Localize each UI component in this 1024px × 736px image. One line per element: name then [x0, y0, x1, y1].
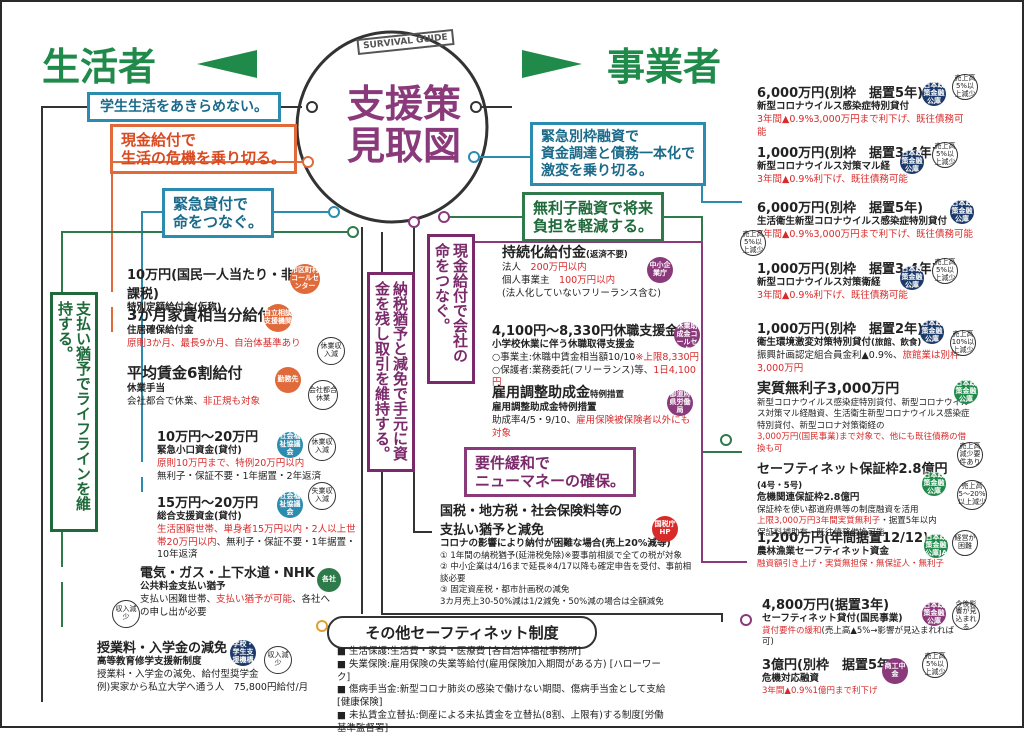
- consumer-heading: 生活者: [42, 45, 157, 89]
- tag-housing: 休業収入減: [317, 337, 345, 365]
- tag-utilities: 収入減少: [112, 600, 140, 628]
- catch-cash: 現金給付で生活の危機を乗り切る。: [110, 124, 298, 174]
- tag-loan-10: 売上高5%以上減少: [922, 652, 948, 678]
- catch-interest-free: 無利子融資で将来負担を軽減する。: [522, 192, 665, 242]
- catch-tax-deferral: 納税猶予と減免で手元に資金を残し取引を維持する。: [367, 272, 415, 472]
- item-small-loan: 10万円〜20万円緊急小口資金(貸付)原則10万円まで、特例20万円以内無利子・…: [157, 430, 322, 482]
- tag-loan-8: 経営が困難: [952, 530, 978, 556]
- loan-8: 1,200万円(年間据置12/12)農林漁業セーフティネット資金融資額引き上げ・…: [757, 531, 945, 569]
- badge-welfare-1: 社会福祉協議会: [277, 432, 303, 458]
- tag-loan-9: 今後影響が見込まれる: [952, 600, 980, 631]
- badge-call-center: 学校等休業助成金コールセンター: [674, 315, 700, 353]
- badge-jfc-8: 日本政策金融公庫JA: [924, 533, 948, 558]
- catch-lifeline: 支払い猶予でライフラインを維持する。: [50, 292, 98, 532]
- badge-companies: 各社: [317, 568, 341, 592]
- badge-jfc-9: 日本政策金融公庫: [922, 601, 946, 626]
- tag-tuition: 収入減少: [264, 646, 292, 674]
- item-housing: 3か月家賃相当分給付住居確保給付金原則3か月、最長9か月、自治体基準あり: [127, 306, 301, 349]
- item-general-loan: 15万円〜20万円総合支援資金(貸付)生活困窮世帯、単身者15万円以内・2人以上…: [157, 496, 356, 561]
- catch-emergency-loan: 緊急別枠融資で資金調達と債務一本化で激変を乗り切る。: [530, 122, 706, 187]
- node-dot: [470, 101, 482, 113]
- item-tuition: 授業料・入学金の減免高等教育修学支援新制度授業料・入学金の減免、給付型奨学金例)…: [97, 641, 309, 693]
- tag-loan-4: 売上高5%以上減少: [932, 258, 958, 284]
- page-title: 支援策見取図: [347, 82, 462, 168]
- tag-leave: 会社都合休業: [308, 380, 338, 410]
- item-employment-subsidy: 雇用調整助成金特例措置 雇用調整助成金特例措置 助成率4/5・9/10、雇用保険…: [492, 385, 691, 439]
- node-dot: [740, 614, 752, 626]
- business-heading: 事業者: [607, 45, 722, 89]
- node-dot: [316, 620, 328, 632]
- item-leave-support: 4,100円〜8,330円休職支援金小学校休業に伴う休職取得支援金 ○事業主:休…: [492, 324, 700, 389]
- node-dot: [720, 434, 732, 446]
- badge-jfc-2: 日本政策金融公庫: [900, 149, 924, 174]
- loan-9: 4,800万円(据置3年)セーフティネット貸付(国民事業)貸付要件の緩和(売上高…: [762, 598, 954, 648]
- badge-labor-bureau: 都道府県労働局: [667, 390, 693, 416]
- tag-loan-7: 売上高5〜20%以上減少: [957, 480, 987, 510]
- catch-loan: 緊急貸付で命をつなぐ。: [162, 188, 275, 238]
- catch-business-cash: 現金給付で会社の命をつなぐ。: [427, 234, 475, 384]
- item-special-benefit: 10万円(国民一人当たり・非課税)特別定額給付金(仮称): [127, 268, 295, 313]
- badge-sme-agency: 中小企業庁: [647, 257, 673, 283]
- badge-support-agency: 自立相談支援機関: [264, 304, 292, 332]
- badge-jfc-3: 日本政策金融公庫: [950, 199, 974, 224]
- badge-jfc-4: 日本政策金融公庫: [900, 265, 924, 290]
- node-dot: [302, 156, 314, 168]
- node-dot: [306, 101, 318, 113]
- loan-5: 1,000万円(別枠 据置2年)衛生環境激変対策特別貸付(旅館、飲食)振興計画認…: [757, 322, 960, 374]
- tag-loan-6: 売上高減少要件あり: [957, 442, 983, 468]
- other-safety-net-title: その他セーフティネット制度: [327, 616, 597, 649]
- badge-tax-agency: 国税庁HP: [652, 516, 678, 542]
- badge-shoko-chukin: 商工中金: [882, 658, 908, 684]
- tag-general-loan: 失業収入減: [308, 482, 336, 510]
- tag-loan-5: 売上高10%以上減少: [950, 330, 976, 356]
- catch-students: 学生生活をあきらめない。: [87, 92, 281, 123]
- item-sustain-benefit: 持続化給付金(返済不要) 法人 200万円以内 個人事業主 100万円以内 (法…: [502, 245, 661, 299]
- tag-loan-3: 売上高5%以上減少: [740, 230, 766, 256]
- left-arrow-icon: [197, 50, 257, 78]
- badge-school: 学校・学生支援機構: [230, 640, 256, 666]
- node-dot: [408, 216, 420, 228]
- node-dot: [328, 206, 340, 218]
- badge-jfc-1: 日本政策金融公庫: [922, 81, 946, 106]
- item-tax-deferral: 国税・地方税・社会保険料等の支払い猶予と減免 コロナの影響により納付が困難な場合…: [440, 504, 692, 607]
- loan-6: 実質無利子3,000万円新型コロナウイルス感染症特別貸付、新型コロナウイルス対策…: [757, 381, 970, 454]
- badge-employer: 勤務先: [275, 367, 301, 393]
- tag-small-loan: 休業収入減: [308, 433, 336, 461]
- catch-new-money: 要件緩和でニューマネーの確保。: [464, 447, 637, 497]
- badge-jfc-5: 日本政策金融公庫: [920, 319, 944, 344]
- badge-jfc-6: 日本政策金融公庫: [954, 379, 978, 404]
- node-dot: [468, 151, 480, 163]
- node-dot: [347, 226, 359, 238]
- other-safety-net-list: ■ 生活保護:生活費・家賃・医療費 [各自治体福祉事務所]■ 失業保険:雇用保険…: [337, 646, 666, 734]
- badge-jfc-7: 日本政策金融公庫: [922, 471, 946, 496]
- tag-loan-1: 売上高5%以上減少: [952, 74, 978, 100]
- badge-municipal: 市区町村コールセンター: [290, 264, 320, 294]
- badge-welfare-2: 社会福祉協議会: [277, 492, 303, 518]
- item-leave-pay: 平均賃金6割給付休業手当会社都合で休業、非正規も対象: [127, 364, 261, 407]
- loan-7: セーフティネット保証枠2.8億円(4号・5号)危機関連保証枠2.8億円保証枠を使…: [757, 462, 948, 538]
- node-dot: [438, 211, 450, 223]
- right-arrow-icon: [522, 50, 582, 78]
- tag-loan-2: 売上高5%以上減少: [932, 142, 958, 168]
